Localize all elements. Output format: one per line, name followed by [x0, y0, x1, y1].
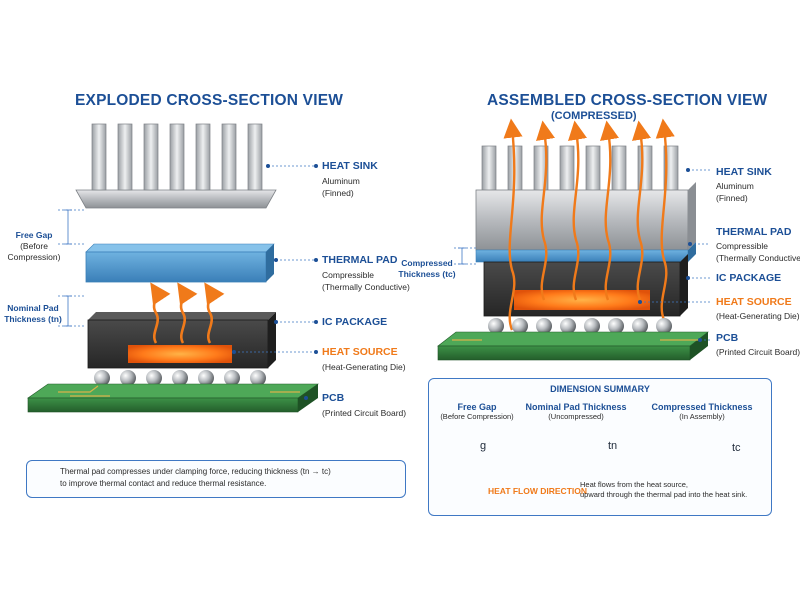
heat-flow-description: Heat flows from the heat source, upward …	[580, 480, 747, 500]
left-heat-source-desc: (Heat-Generating Die)	[322, 362, 406, 372]
nominal-thickness-line2: Thickness (tn)	[4, 314, 62, 324]
left-heat-sink-label: HEAT SINK Aluminum (Finned)	[322, 160, 378, 199]
left-solder-balls	[94, 370, 266, 386]
summary-compressed: Compressed Thickness (In Assembly)	[636, 402, 768, 421]
right-solder-balls	[488, 318, 672, 334]
right-thermal-pad-line2: (Thermally Conductive)	[716, 253, 800, 263]
nominal-thickness-label: Nominal Pad Thickness (tn)	[4, 303, 62, 325]
left-pcb-label: PCB (Printed Circuit Board)	[322, 392, 406, 419]
dimension-summary-title: DIMENSION SUMMARY	[550, 384, 650, 394]
compressed-thickness-line2: Thickness (tc)	[398, 269, 456, 279]
right-heat-flow-arrows	[503, 118, 675, 331]
right-heat-sink-material: Aluminum	[716, 181, 754, 191]
heat-flow-line2: upward through the thermal pad into the …	[580, 490, 748, 499]
summary-nominal-sub: (Uncompressed)	[548, 412, 604, 421]
free-gap-sub1: (Before	[20, 241, 48, 251]
free-gap-title: Free Gap	[15, 230, 53, 240]
right-ic-package	[483, 254, 688, 317]
compressed-thickness-line1: Compressed	[401, 258, 453, 268]
right-thermal-pad-name: THERMAL PAD	[716, 226, 792, 238]
note-text: Thermal pad compresses under clamping fo…	[60, 466, 331, 490]
left-dimension-lines	[58, 209, 84, 327]
right-thermal-pad-label: THERMAL PAD Compressible (Thermally Cond…	[716, 226, 800, 264]
right-dimension-lines	[454, 247, 476, 265]
assembled-view-subtitle: (COMPRESSED)	[551, 110, 637, 122]
right-heat-sink-type: (Finned)	[716, 193, 748, 203]
summary-nominal: Nominal Pad Thickness (Uncompressed)	[520, 402, 632, 421]
left-pcb-desc: (Printed Circuit Board)	[322, 408, 407, 418]
left-heat-sink-name: HEAT SINK	[322, 160, 378, 172]
right-heat-sink-name: HEAT SINK	[716, 166, 772, 178]
left-heat-flow-arrows	[150, 282, 225, 344]
right-pcb-label: PCB (Printed Circuit Board)	[716, 332, 800, 358]
right-pcb-desc: (Printed Circuit Board)	[716, 347, 800, 357]
compressed-thickness-label: Compressed Thickness (tc)	[398, 258, 456, 280]
right-ic-package-label: IC PACKAGE	[716, 272, 782, 284]
left-heat-sink-material: Aluminum	[322, 176, 360, 186]
summary-nominal-title: Nominal Pad Thickness	[525, 402, 627, 412]
left-thermal-pad-name: THERMAL PAD	[322, 254, 398, 266]
summary-compressed-sub: (In Assembly)	[679, 412, 725, 421]
note-box	[26, 460, 406, 498]
left-heat-source-die	[128, 345, 232, 363]
right-pcb	[437, 331, 709, 361]
heat-flow-line1: Heat flows from the heat source,	[580, 480, 688, 489]
heat-flow-direction-label: HEAT FLOW DIRECTION	[488, 486, 587, 496]
right-heat-sink-label: HEAT SINK Aluminum (Finned)	[716, 166, 772, 204]
summary-free-gap-symbol: g	[480, 440, 487, 452]
left-thermal-pad	[85, 243, 275, 283]
right-thermal-pad-line1: Compressible	[716, 241, 768, 251]
assembled-view-title: ASSEMBLED CROSS-SECTION VIEW	[487, 92, 768, 109]
left-thermal-pad-line2: (Thermally Conductive)	[322, 282, 410, 292]
summary-compressed-title: Compressed Thickness	[651, 402, 753, 412]
free-gap-label: Free Gap (Before Compression)	[6, 230, 62, 263]
note-line2: to improve thermal contact and reduce th…	[60, 479, 267, 488]
left-heat-sink	[75, 123, 277, 209]
summary-nominal-symbol: tn	[608, 440, 618, 452]
right-heat-source-label: HEAT SOURCE (Heat-Generating Die)	[716, 296, 800, 322]
note-line1: Thermal pad compresses under clamping fo…	[60, 467, 331, 476]
left-pcb-name: PCB	[322, 392, 345, 404]
summary-free-gap-title: Free Gap	[457, 402, 497, 412]
summary-free-gap-sub: (Before Compression)	[440, 412, 514, 421]
right-heat-source-name: HEAT SOURCE	[716, 296, 792, 308]
left-heat-sink-type: (Finned)	[322, 188, 354, 198]
left-thermal-pad-label: THERMAL PAD Compressible (Thermally Cond…	[322, 254, 410, 293]
free-gap-sub2: Compression)	[7, 252, 61, 262]
summary-compressed-symbol: tc	[732, 442, 741, 454]
left-heat-source-label: HEAT SOURCE (Heat-Generating Die)	[322, 346, 406, 373]
left-ic-package	[87, 312, 276, 369]
right-pcb-name: PCB	[716, 332, 739, 344]
left-thermal-pad-line1: Compressible	[322, 270, 374, 280]
left-pcb	[27, 383, 319, 413]
left-leader-lines	[234, 165, 316, 353]
left-heat-source-name: HEAT SOURCE	[322, 346, 398, 358]
right-heat-sink	[475, 145, 696, 251]
right-heat-source-die	[514, 290, 650, 310]
dimension-summary-box	[428, 378, 772, 516]
nominal-thickness-line1: Nominal Pad	[7, 303, 59, 313]
left-ic-package-label: IC PACKAGE	[322, 316, 388, 328]
exploded-view-title: EXPLODED CROSS-SECTION VIEW	[75, 92, 344, 109]
summary-free-gap: Free Gap (Before Compression)	[438, 402, 516, 421]
right-heat-source-desc: (Heat-Generating Die)	[716, 311, 800, 321]
